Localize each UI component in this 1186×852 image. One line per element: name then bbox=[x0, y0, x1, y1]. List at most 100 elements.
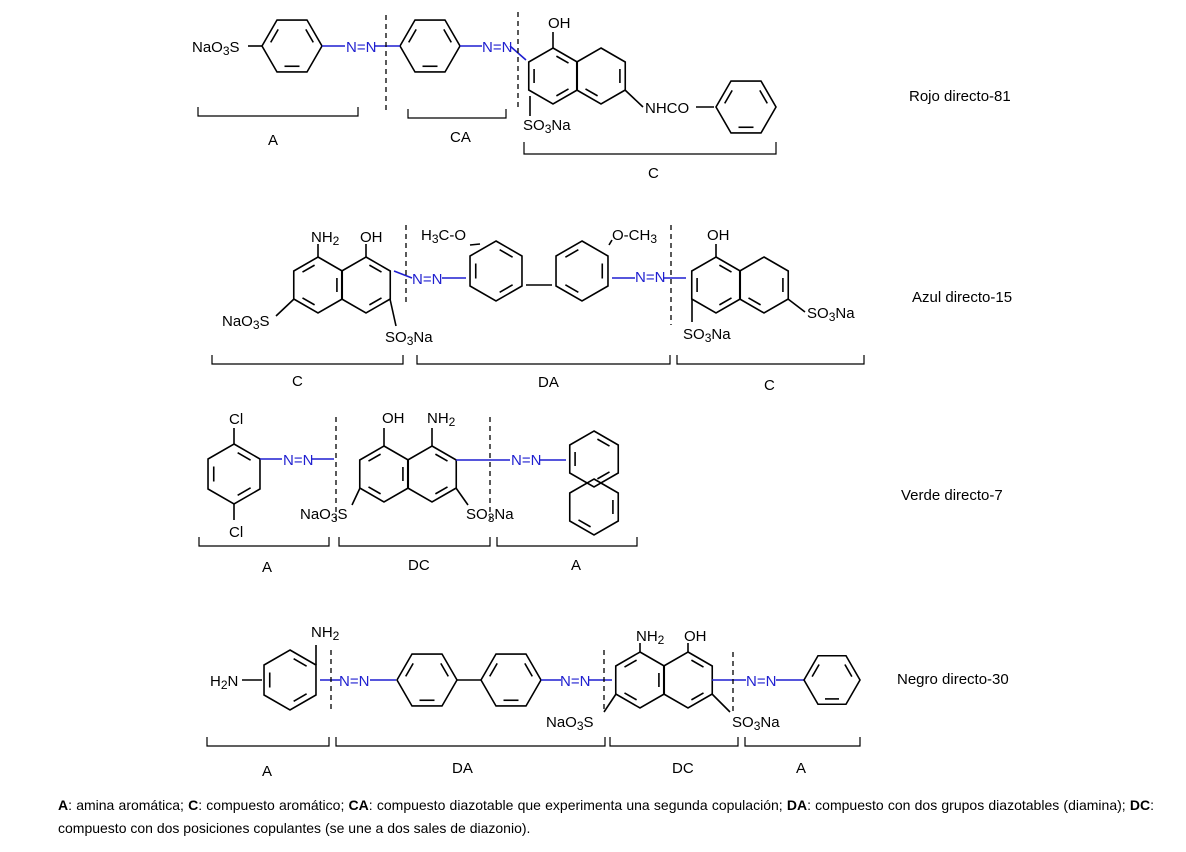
double-bond bbox=[624, 692, 637, 701]
bracket-label: C bbox=[292, 373, 303, 390]
bracket-label: C bbox=[648, 165, 659, 182]
label-nh2: NH2 bbox=[427, 410, 456, 429]
dye-name: Verde directo-7 bbox=[901, 487, 1003, 504]
abbreviations-legend: A: amina aromática; C: compuesto aromáti… bbox=[58, 794, 1154, 840]
label-azo: N=N bbox=[346, 39, 376, 56]
bracket-label: A bbox=[571, 557, 581, 574]
double-bond bbox=[305, 28, 314, 43]
benzene-ring bbox=[715, 80, 777, 134]
double-bond bbox=[237, 487, 252, 496]
legend-definition: : compuesto aromático; bbox=[198, 797, 349, 813]
legend-term: DA bbox=[786, 797, 808, 813]
double-bond bbox=[719, 297, 732, 306]
bracket-label: DA bbox=[452, 760, 473, 777]
double-bond bbox=[624, 659, 637, 668]
label-azo: N=N bbox=[746, 673, 776, 690]
benzene-ring bbox=[292, 256, 344, 314]
double-bond bbox=[597, 471, 610, 480]
double-bond bbox=[748, 297, 761, 306]
legend-definition: : amina aromática; bbox=[68, 797, 189, 813]
label-azo: N=N bbox=[560, 673, 590, 690]
double-bond bbox=[369, 297, 382, 306]
legend-definition: : compuesto diazotable que experimenta u… bbox=[368, 797, 787, 813]
benzene-ring bbox=[662, 651, 714, 709]
label-oh: OH bbox=[382, 410, 405, 427]
component-bracket bbox=[198, 537, 330, 547]
dye-rojo-directo-81: NaO3S N=N N=N OH SO3Na NHCO Rojo directo… bbox=[192, 15, 1011, 182]
label-so3na: SO3Na bbox=[466, 506, 514, 525]
double-bond bbox=[811, 664, 820, 677]
dye-verde-directo-7: Cl Cl OH NH2 NaO3S SO3Na N=N N=N Verde d… bbox=[229, 410, 1003, 576]
dye-azul-directo-15: NH2 OH H3C-O O-CH3 OH NaO3S SO3Na SO3Na … bbox=[222, 227, 1012, 394]
benzene-ring bbox=[568, 478, 620, 536]
double-bond bbox=[556, 55, 569, 64]
label-azo: N=N bbox=[412, 271, 442, 288]
double-bond bbox=[724, 89, 733, 104]
component-bracket bbox=[335, 737, 606, 747]
double-bond bbox=[556, 88, 569, 97]
label-azo: N=N bbox=[635, 269, 665, 286]
double-bond bbox=[270, 28, 279, 43]
bond-line bbox=[608, 239, 613, 246]
component-bracket bbox=[416, 355, 671, 365]
bond-line bbox=[455, 487, 469, 506]
benzene-ring bbox=[803, 654, 861, 706]
label-nh2: NH2 bbox=[311, 229, 340, 248]
bracket-label: C bbox=[764, 377, 775, 394]
component-bracket bbox=[496, 537, 638, 547]
bracket-label: DC bbox=[408, 557, 430, 574]
label-azo: N=N bbox=[511, 452, 541, 469]
double-bond bbox=[435, 486, 448, 495]
double-bond bbox=[585, 88, 598, 97]
label-oh: OH bbox=[360, 229, 383, 246]
benzene-ring bbox=[575, 47, 627, 105]
label-nao3s: NaO3S bbox=[192, 39, 240, 58]
legend-definition: : compuesto con dos posiciones copulante… bbox=[58, 797, 1154, 836]
component-bracket bbox=[523, 142, 777, 155]
label-nh2: NH2 bbox=[311, 624, 340, 643]
bond-line bbox=[603, 693, 617, 713]
dye-negro-directo-30: NH2 H2N NH2 OH NaO3S SO3Na N=N N=N N=N N… bbox=[210, 624, 1009, 780]
double-bond bbox=[293, 658, 308, 667]
double-bond bbox=[489, 662, 498, 677]
benzene-ring bbox=[738, 256, 790, 314]
component-bracket bbox=[206, 737, 330, 747]
bracket-label: DA bbox=[538, 374, 559, 391]
label-nh2: NH2 bbox=[636, 628, 665, 647]
label-oh: OH bbox=[684, 628, 707, 645]
double-bond bbox=[237, 452, 252, 461]
double-bond bbox=[405, 662, 414, 677]
label-oh: OH bbox=[707, 227, 730, 244]
double-bond bbox=[719, 264, 732, 273]
benzene-ring bbox=[469, 240, 523, 302]
bond-line bbox=[624, 89, 644, 108]
legend-term: A bbox=[58, 797, 69, 813]
benzene-ring bbox=[555, 240, 609, 302]
double-bond bbox=[691, 692, 704, 701]
bond-line bbox=[389, 298, 397, 327]
benzene-ring bbox=[568, 430, 620, 488]
component-bracket bbox=[338, 537, 491, 547]
benzene-ring bbox=[480, 653, 542, 707]
benzene-ring bbox=[527, 47, 579, 105]
benzene-ring bbox=[406, 445, 458, 503]
bond-line bbox=[351, 487, 361, 506]
legend-term: CA bbox=[348, 797, 369, 813]
bond-line bbox=[469, 243, 481, 246]
legend-term: DC bbox=[1129, 797, 1151, 813]
bracket-label: A bbox=[796, 760, 806, 777]
label-nao3s: NaO3S bbox=[546, 714, 594, 733]
bond-line bbox=[787, 298, 806, 313]
bond-line bbox=[275, 298, 295, 317]
label-methoxy: H3C-O bbox=[421, 227, 466, 246]
component-bracket bbox=[609, 737, 739, 747]
benzene-ring bbox=[399, 19, 461, 73]
benzene-ring bbox=[340, 256, 392, 314]
bracket-label: CA bbox=[450, 129, 471, 146]
double-bond bbox=[844, 664, 853, 677]
double-bond bbox=[499, 249, 514, 258]
label-nao3s: NaO3S bbox=[300, 506, 348, 525]
double-bond bbox=[597, 438, 610, 447]
label-so3na: SO3Na bbox=[732, 714, 780, 733]
label-nhco: NHCO bbox=[645, 100, 689, 117]
